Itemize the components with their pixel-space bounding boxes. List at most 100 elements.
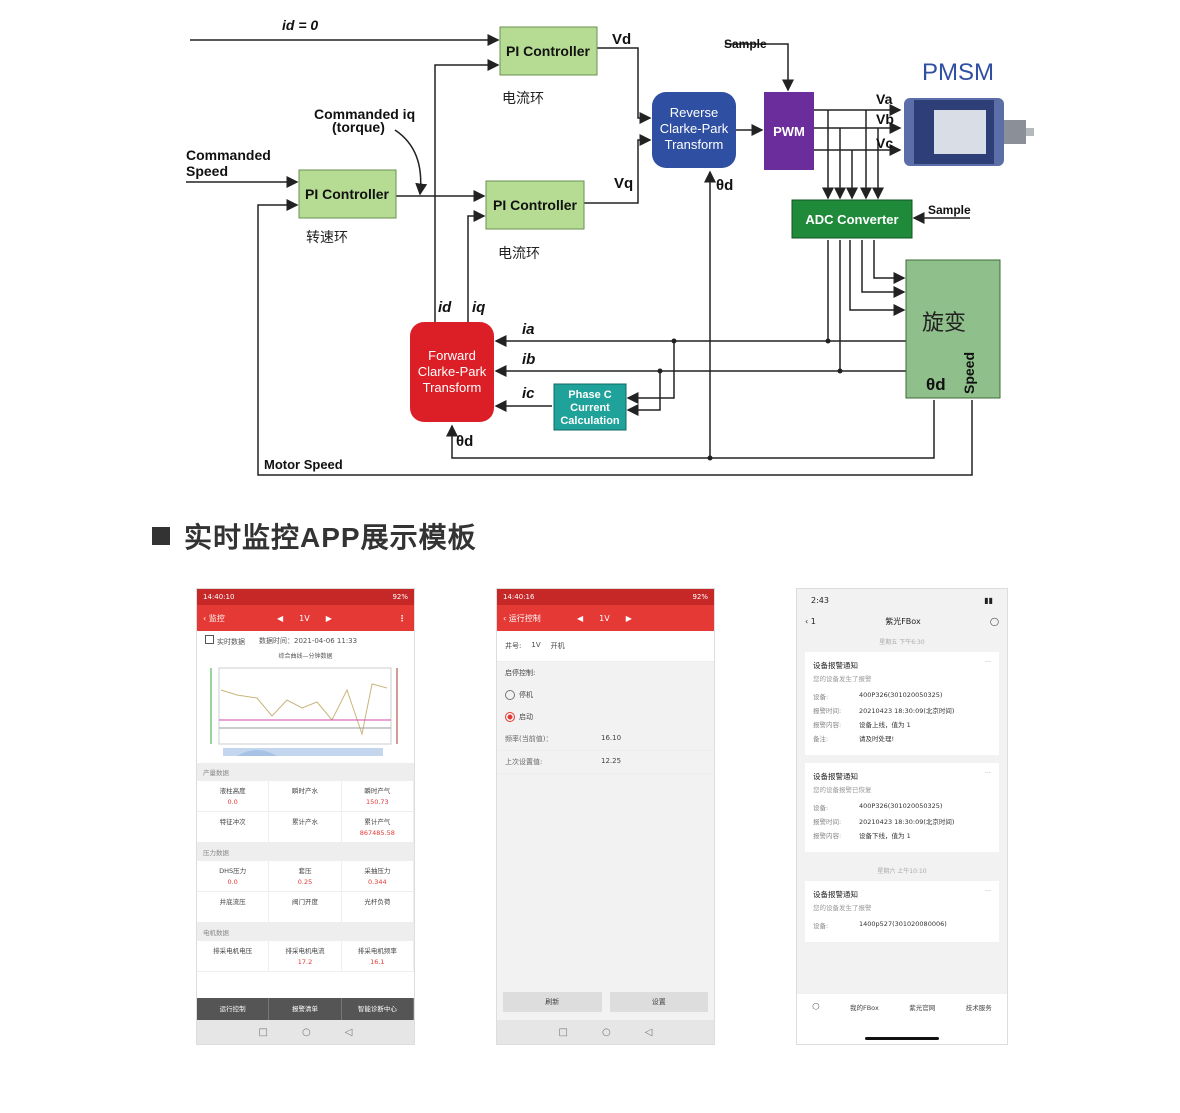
sample-right-label: Sample (928, 203, 971, 217)
radio-start[interactable] (505, 712, 515, 722)
device-name: 1V (299, 613, 310, 623)
theta-top-label: θd (716, 177, 733, 194)
section-heading: 实时监控APP展示模板 (152, 516, 477, 556)
prev-device-icon[interactable]: ◀ (577, 613, 584, 623)
battery-percent: 92% (692, 593, 708, 601)
id-in-label: id (438, 299, 452, 316)
app-header: ‹ 监控 ◀ 1V ▶ ⋮ (197, 605, 414, 631)
forward-1: Forward (428, 348, 476, 363)
pmsm-label: PMSM (922, 59, 994, 86)
ic-label: ic (522, 385, 535, 402)
tab-diagnosis[interactable]: 智能诊断中心 (342, 998, 414, 1020)
more-icon[interactable]: ··· (984, 769, 991, 777)
vq-label: Vq (614, 175, 633, 192)
phase-c-2: Current (570, 402, 610, 414)
back-nav-icon[interactable]: ◁ (644, 1026, 653, 1038)
group-motor: 电机数据 (197, 923, 414, 941)
android-nav: □ ○ ◁ (497, 1020, 714, 1044)
radio-stop[interactable] (505, 690, 515, 700)
status-time: 2:43 (811, 595, 829, 605)
more-icon[interactable]: ··· (984, 658, 991, 666)
id-zero-label: id = 0 (282, 17, 318, 33)
cell: 瞬时产水 (269, 781, 342, 812)
va-label: Va (876, 91, 893, 107)
realtime-row: 实时数据 数据时间：2021-04-06 11:33 (197, 631, 414, 651)
option-stop[interactable]: 停机 (497, 684, 714, 706)
pi-controller-q (485, 180, 585, 230)
pi-top-label: PI Controller (506, 43, 591, 59)
cell: 特征冲次 (197, 812, 270, 843)
home-icon[interactable]: ○ (302, 1026, 311, 1038)
ia-label: ia (522, 321, 535, 338)
trend-chart-svg (210, 667, 398, 756)
speed-vertical-label: Speed (961, 352, 977, 394)
back-button[interactable]: ‹ 运行控制 (503, 613, 541, 623)
resolver-label: 旋变 (922, 310, 966, 335)
vd-label: Vd (612, 31, 631, 48)
current-loop-bottom: 电流环 (498, 245, 540, 261)
commanded-speed-1: Commanded (186, 147, 271, 163)
reverse-transform (652, 92, 736, 168)
next-device-icon[interactable]: ▶ (325, 613, 332, 623)
tab-alarm-list[interactable]: 报警清单 (269, 998, 342, 1020)
pmsm-motor (904, 98, 1034, 166)
prev-device-icon[interactable]: ◀ (277, 613, 284, 623)
chat-title: 紫光FBox (885, 616, 921, 626)
menu-my-fbox[interactable]: 我的FBox (849, 1004, 879, 1012)
more-icon[interactable]: ··· (984, 887, 991, 895)
pmsm-control-diagram: id = 0 PI Controller PI Controller PI Co… (186, 17, 1034, 476)
recent-apps-icon[interactable]: □ (258, 1026, 268, 1038)
back-nav-icon[interactable]: ◁ (344, 1026, 353, 1038)
cell: 累计产水 (269, 812, 342, 843)
speed-loop: 转速环 (306, 229, 348, 245)
next-device-icon[interactable]: ▶ (625, 613, 632, 623)
unread-count: 1 (810, 616, 816, 626)
phone-alarm-notifications: 2:43 ▮▮ ‹ 1 紫光FBox ◯ 星期五 下午6:30 ··· 设备报警… (796, 588, 1008, 1045)
tab-run-control[interactable]: 运行控制 (197, 998, 270, 1020)
chat-header: ‹ 1 紫光FBox ◯ (797, 611, 1007, 631)
current-loop-top: 电流环 (502, 90, 544, 106)
profile-icon[interactable]: ◯ (990, 616, 999, 626)
option-start[interactable]: 启动 (497, 706, 714, 728)
reverse-1: Reverse (670, 105, 718, 120)
realtime-checkbox[interactable]: 实时数据 (205, 635, 245, 647)
square-bullet-icon (152, 527, 170, 545)
forward-3: Transform (423, 380, 482, 395)
keyboard-icon[interactable]: ◯ (812, 1002, 820, 1010)
commanded-iq-sub: (torque) (332, 119, 385, 135)
phase-c-3: Calculation (560, 415, 620, 427)
theta-bottom-label: θd (456, 433, 473, 450)
phase-c-1: Phase C (568, 389, 611, 401)
recent-apps-icon[interactable]: □ (558, 1026, 568, 1038)
alarm-card[interactable]: ··· 设备报警通知 您的设备报警已恢复 设备:400P326(30102005… (805, 763, 999, 852)
cell: 阀门开度 (269, 892, 342, 923)
resolver-block (905, 259, 1001, 399)
back-button[interactable]: ‹ 监控 (203, 613, 225, 623)
back-label: 运行控制 (508, 613, 541, 623)
status-bar: 14:40:16 92% (497, 589, 714, 605)
device-name: 1V (599, 613, 610, 623)
pwm-label: PWM (773, 124, 805, 139)
commanded-speed-2: Speed (186, 163, 228, 179)
alarm-card[interactable]: ··· 设备报警通知 您的设备发生了报警 设备:1400p527(3010200… (805, 881, 999, 942)
pwm-block (764, 92, 814, 170)
pi-speed-label: PI Controller (305, 186, 390, 202)
back-button[interactable]: ‹ 1 (805, 616, 816, 626)
home-icon[interactable]: ○ (602, 1026, 611, 1038)
section-title: 实时监控APP展示模板 (184, 522, 477, 553)
alarm-card[interactable]: ··· 设备报警通知 您的设备发生了报警 设备:400P326(30102005… (805, 652, 999, 755)
action-buttons: 刷新 设置 (503, 992, 708, 1012)
refresh-button[interactable]: 刷新 (503, 992, 602, 1012)
set-button[interactable]: 设置 (609, 992, 708, 1012)
adc-converter (791, 199, 913, 239)
ib-label: ib (522, 351, 535, 368)
bottom-tab-bar: 运行控制 报警清单 智能诊断中心 (197, 998, 414, 1020)
menu-website[interactable]: 紫光官网 (909, 1004, 936, 1012)
more-menu-icon[interactable]: ⋮ (398, 613, 406, 623)
menu-tech-service[interactable]: 技术服务 (965, 1004, 992, 1012)
